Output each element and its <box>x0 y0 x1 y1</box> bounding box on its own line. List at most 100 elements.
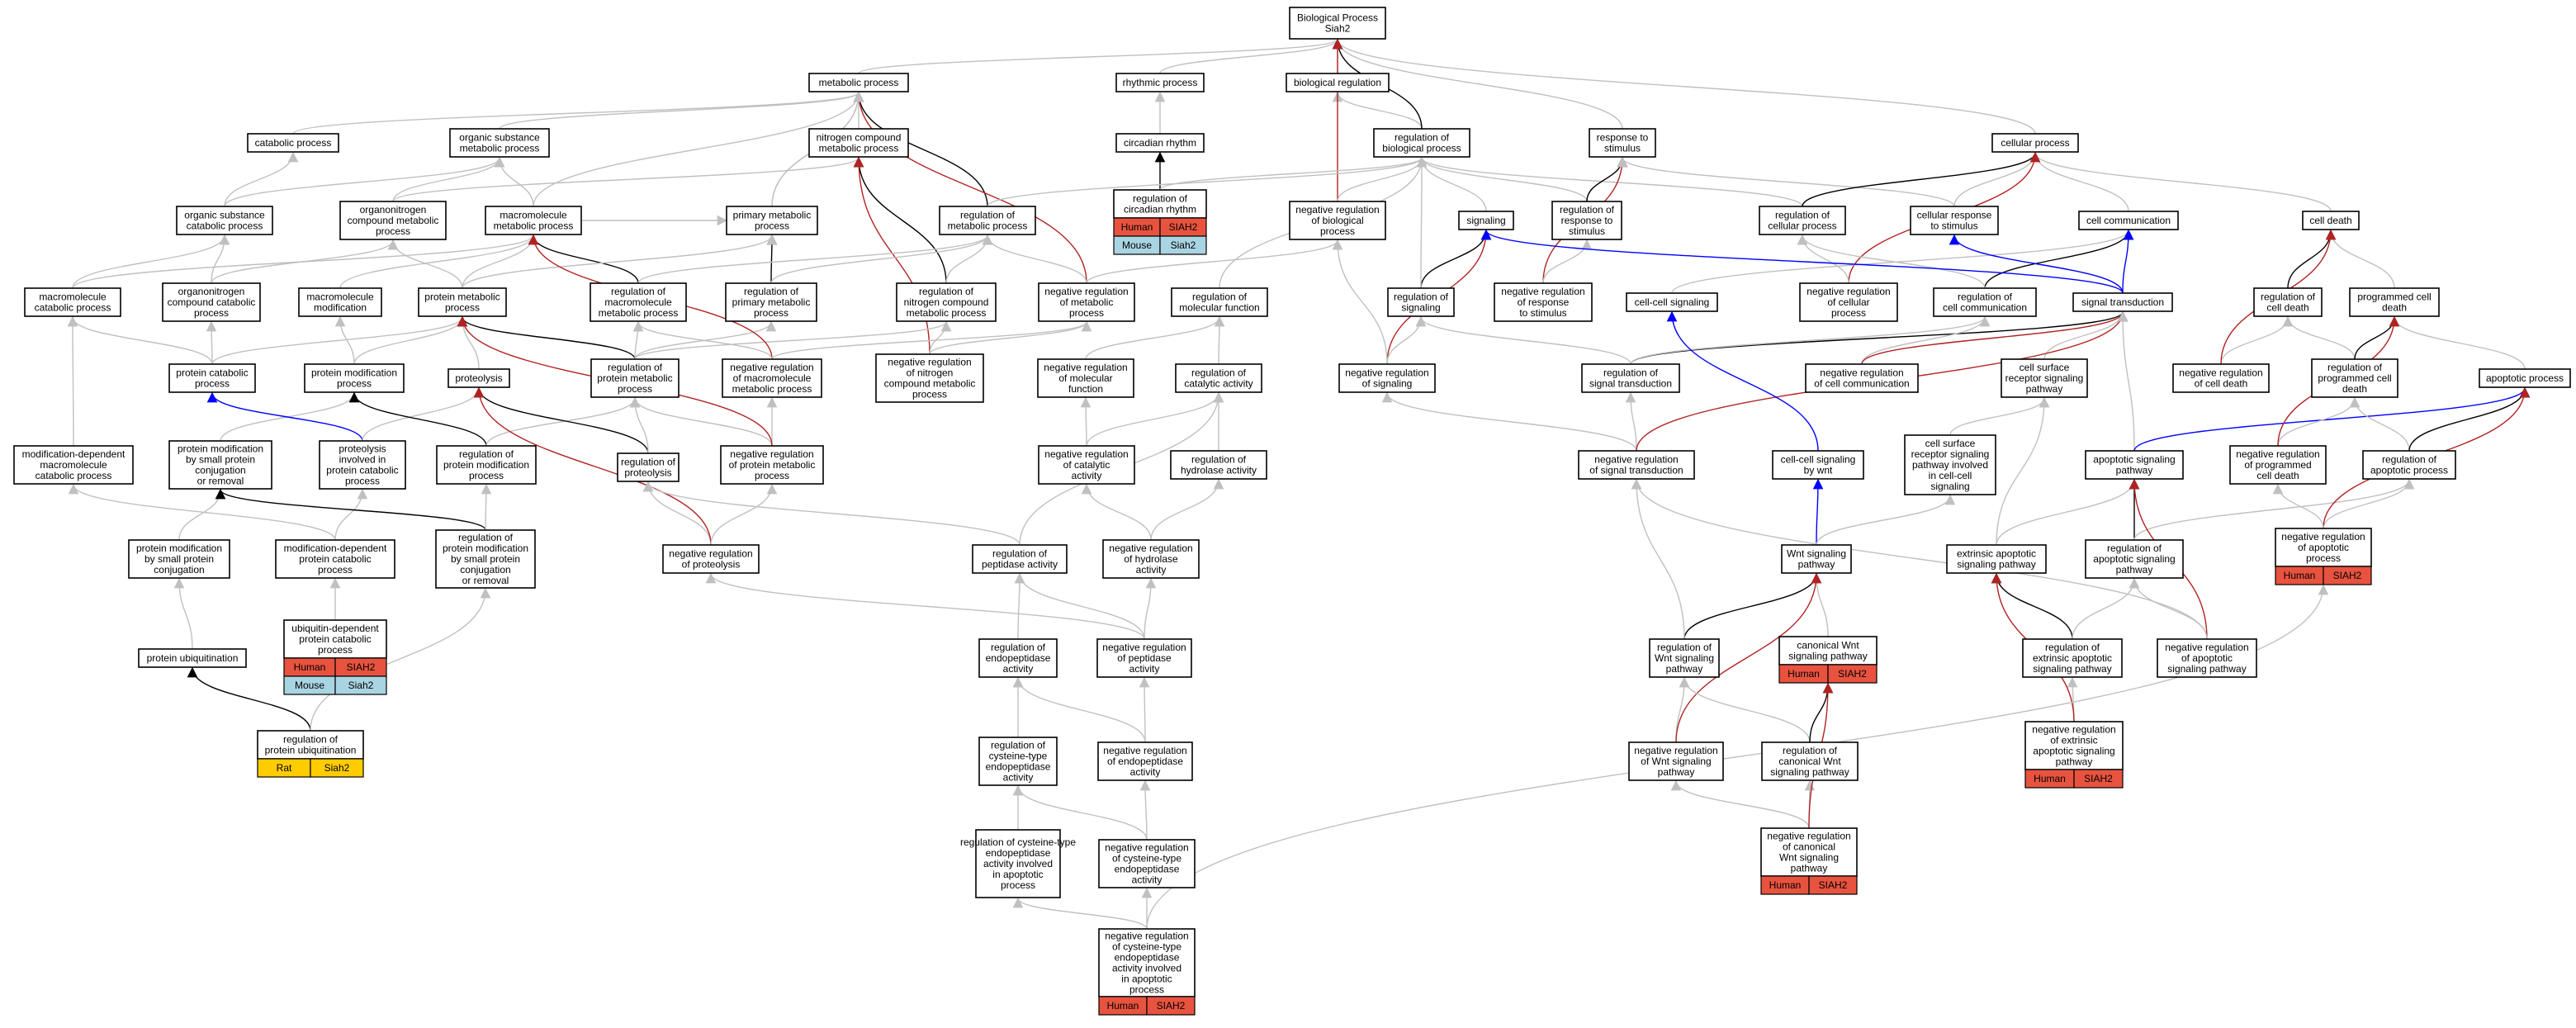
annotation-species: Rat <box>277 762 292 774</box>
is-a-edge <box>1086 391 1224 447</box>
go-term-node-celldeath: cell death <box>2302 211 2360 230</box>
is-a-edge <box>462 234 778 289</box>
is-a-edge <box>2325 229 2395 289</box>
node-label-line: biological process <box>1382 143 1461 154</box>
node-box <box>1170 450 1267 480</box>
annotation-species: Human <box>1788 668 1820 680</box>
go-term-node-bioreg: biological regulation <box>1286 73 1390 92</box>
node-label-line: cell-cell signaling <box>1635 296 1710 308</box>
node-label-line: to stimulus <box>1930 220 1977 232</box>
node-box <box>875 353 984 403</box>
node-label-line: negative regulation <box>1767 831 1850 842</box>
is-a-edge <box>629 396 773 447</box>
node-label-line: by wnt <box>1804 465 1833 476</box>
node-label-line: process <box>469 470 504 481</box>
go-term-node-catabolic: catabolic process <box>247 133 339 153</box>
regulates-edge <box>766 234 778 284</box>
annotation-gene: SIAH2 <box>347 661 376 673</box>
node-box <box>339 201 447 240</box>
go-term-node-regcysteine: regulation ofcysteine-typeendopeptidasea… <box>978 737 1058 786</box>
node-box <box>2362 450 2456 480</box>
node-label-line: endopeptidase <box>986 761 1051 773</box>
is-a-edge <box>2072 577 2140 640</box>
node-label-line: Siah2 <box>1325 23 1351 35</box>
node-box <box>1649 638 1720 678</box>
regulates-edge <box>1802 151 2041 207</box>
regulates-edge <box>473 386 649 454</box>
node-label-line: involved in <box>339 454 386 466</box>
node-box <box>1171 287 1268 317</box>
node-label-line: signaling <box>1466 215 1505 226</box>
node-label-line: regulation of <box>611 286 666 297</box>
node-label-line: of signal transduction <box>1589 465 1683 476</box>
is-a-edge <box>292 91 864 135</box>
annotation-cell <box>1146 996 1196 1016</box>
node-label-line: activity <box>1136 564 1167 576</box>
is-a-edge <box>2389 315 2526 370</box>
node-label-line: pathway involved <box>1912 459 1988 471</box>
go-term-node-cellular: cellular process <box>1991 133 2079 153</box>
node-label-line: regulation of <box>1783 745 1838 756</box>
node-label-line: negative regulation <box>1501 286 1584 297</box>
positively-regulates-edge <box>2122 229 2134 294</box>
node-label-line: canonical Wnt <box>1778 756 1841 767</box>
positively-regulates-edge <box>206 391 363 442</box>
node-box <box>1578 450 1695 480</box>
node-label-line: regulation of <box>621 457 676 468</box>
node-label-line: of molecular <box>1058 372 1112 384</box>
is-a-edge <box>211 239 399 284</box>
node-box <box>2349 287 2440 317</box>
node-label-line: negative regulation <box>1109 542 1192 554</box>
node-label-line: process <box>194 307 229 319</box>
is-a-edge <box>2029 151 2332 212</box>
node-box <box>1805 363 1919 393</box>
node-label-line: process <box>618 383 652 395</box>
node-box <box>449 128 550 158</box>
is-a-edge <box>1150 478 1224 541</box>
node-label-line: proteolysis <box>455 372 502 384</box>
is-a-edge <box>1012 784 1148 841</box>
node-box <box>808 128 909 158</box>
node-box <box>2078 211 2179 230</box>
node-box <box>435 529 536 589</box>
node-box <box>896 282 997 322</box>
node-box <box>1494 282 1593 322</box>
regulates-edge <box>1683 572 1822 640</box>
node-box <box>436 445 537 485</box>
is-a-edge <box>2282 315 2356 360</box>
is-a-edge <box>2349 396 2410 452</box>
node-label-line: regulation of <box>1394 291 1449 303</box>
is-a-edge <box>1014 572 1025 640</box>
annotation-species: Human <box>2034 773 2066 784</box>
node-box <box>1551 201 1622 240</box>
node-label-line: cell communication <box>1943 302 2027 314</box>
node-label-line: protein metabolic <box>424 291 500 303</box>
node-box <box>1038 445 1135 485</box>
node-box <box>722 358 822 398</box>
negatively-regulates-edge <box>1861 310 2129 365</box>
node-box <box>1991 133 2079 153</box>
node-label-line: negative regulation <box>1820 367 1903 379</box>
node-box <box>1286 73 1390 92</box>
node-box <box>978 638 1058 678</box>
node-label-line: apoptotic signaling <box>2093 553 2175 565</box>
node-label-line: biological regulation <box>1294 77 1381 88</box>
node-label-line: regulation of <box>608 362 663 373</box>
node-label-line: endopeptidase <box>986 847 1051 859</box>
node-box <box>1373 128 1470 158</box>
is-a-edge <box>1086 239 1343 284</box>
is-a-edge <box>211 234 230 284</box>
is-a-edge <box>2323 478 2415 529</box>
node-label-line: signaling pathway <box>2167 663 2246 675</box>
go-term-node-signaling: signaling <box>1458 211 1514 230</box>
